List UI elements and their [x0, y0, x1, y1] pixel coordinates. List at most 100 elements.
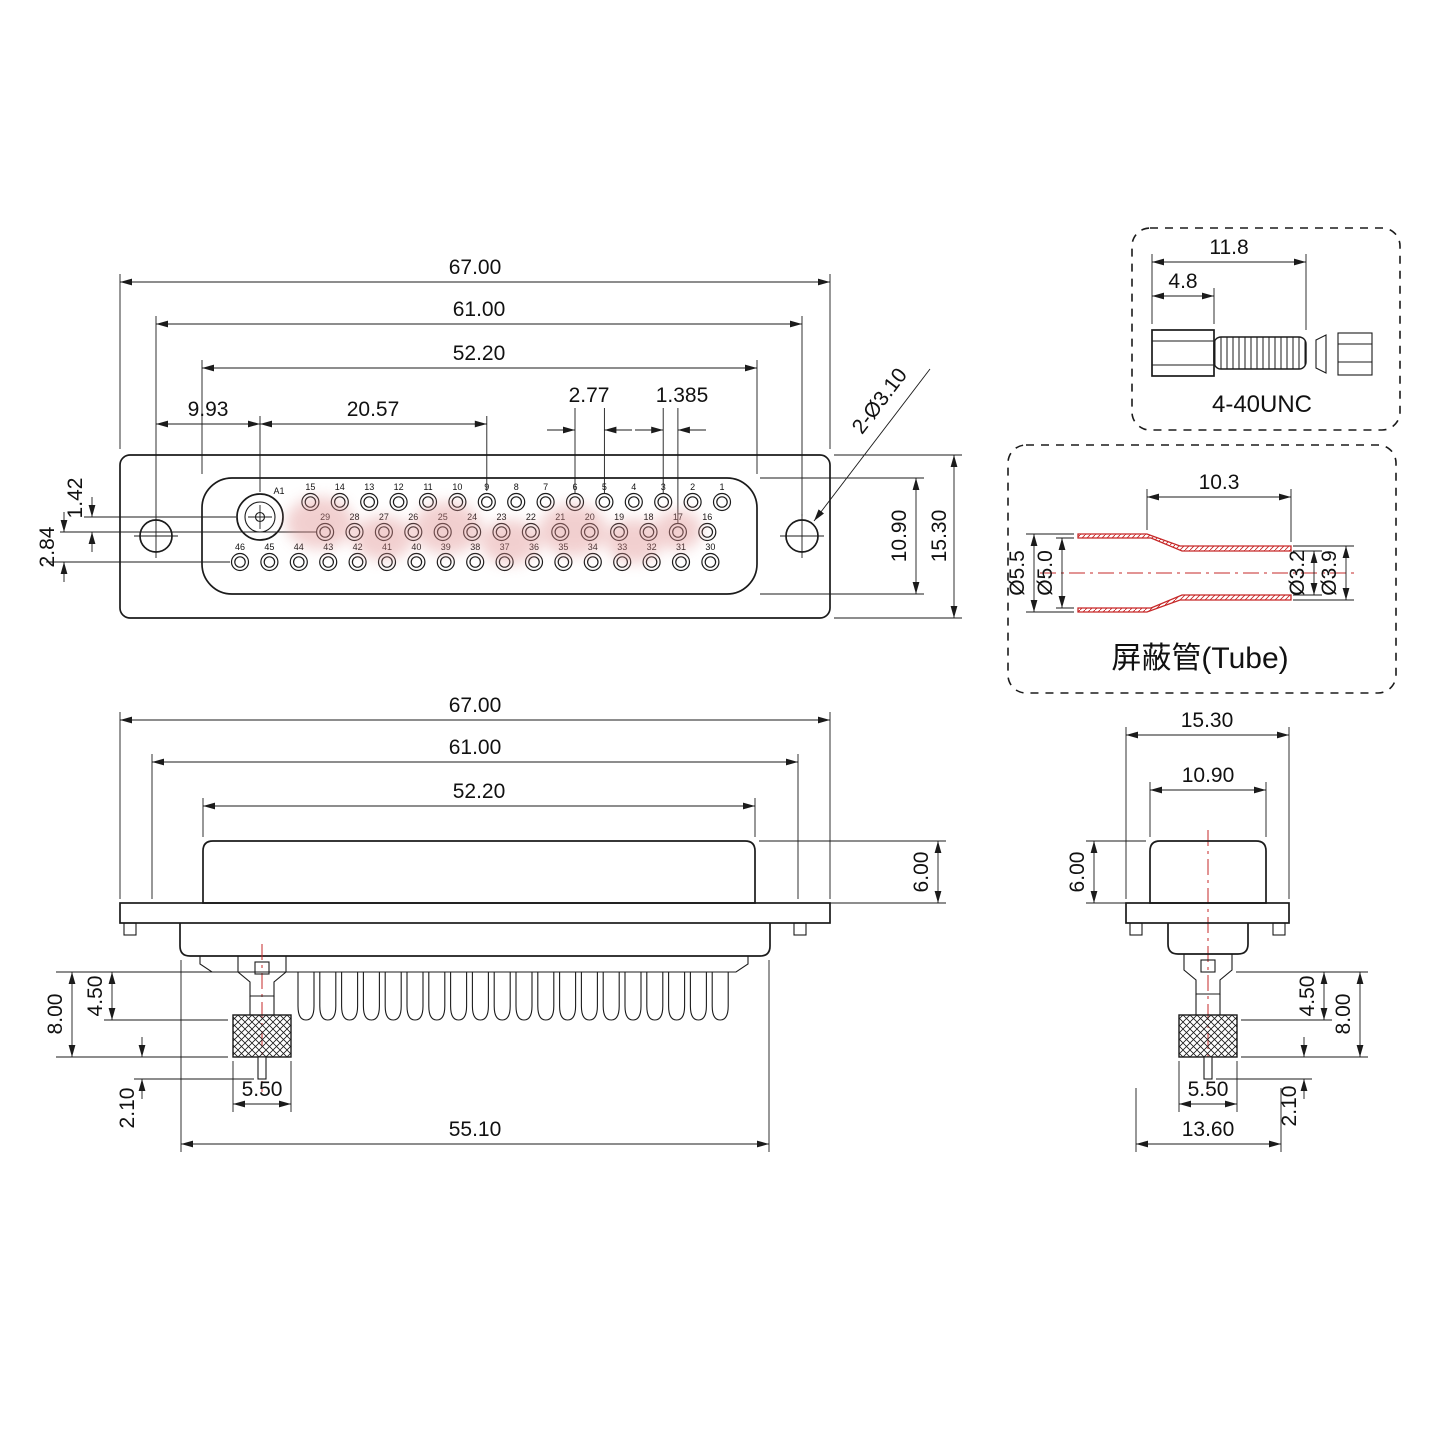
front-view: A1 1514131211109876543212928272625242322…	[36, 256, 962, 619]
dim-front-a1-to-pin: 20.57	[347, 398, 400, 421]
dim-side-overall-width: 67.00	[449, 694, 502, 717]
pin-number: 15	[305, 482, 315, 492]
mount-hole-left	[134, 514, 178, 558]
screw-clip	[1315, 334, 1327, 374]
dim-tube-od-left: Ø5.5	[1006, 550, 1029, 596]
flange-plate	[119, 902, 831, 924]
pin-contact: 31	[671, 542, 691, 572]
pin-number: 30	[705, 542, 715, 552]
solder-cup	[341, 972, 359, 1021]
pin-number: 38	[470, 542, 480, 552]
detail-border	[1131, 227, 1401, 431]
dim-side-rear-width: 55.10	[449, 1118, 502, 1141]
pin-number: 10	[452, 482, 462, 492]
solder-cup	[646, 972, 664, 1021]
pin-number: 28	[349, 512, 359, 522]
thread-spec-label: 4-40UNC	[1212, 391, 1312, 418]
clinch-tab-left	[123, 922, 137, 936]
coax-contact-end	[1178, 954, 1238, 1080]
dim-end-barrel-width: 5.50	[1188, 1078, 1229, 1101]
pin-number: 11	[423, 482, 432, 492]
solder-cup	[689, 972, 707, 1021]
dim-end-flange-width: 15.30	[1181, 709, 1234, 732]
solder-cup	[580, 972, 598, 1021]
clinch-tab-left	[1129, 922, 1143, 936]
pin-number: 26	[408, 512, 418, 522]
pin-contact: 8	[507, 482, 526, 512]
pin-contact: 4	[624, 482, 643, 512]
end-view: 15.30 10.90 6.00 4.50 8.00 2.10 5.50 13.…	[1066, 709, 1368, 1152]
dim-tube-id-right: Ø3.2	[1286, 550, 1309, 596]
dim-tube-id-left: Ø5.0	[1034, 550, 1057, 596]
tube-wall-top	[1077, 533, 1292, 552]
dim-end-body-width: 10.90	[1182, 764, 1235, 787]
pin-contact: 30	[701, 542, 720, 572]
side-view: 67.00 61.00 52.20 6.00 8.00 4.50 2.10 5.…	[44, 694, 946, 1152]
pin-contact: 5	[595, 482, 614, 512]
pin-number: 16	[702, 512, 712, 522]
pin-number: 4	[631, 482, 636, 492]
dim-end-cup-length: 4.50	[1296, 976, 1319, 1017]
pin-contact: 40	[407, 542, 426, 572]
screw-ferrule	[1337, 332, 1373, 376]
rear-shell	[1167, 923, 1249, 955]
dim-front-row-offset: 1.42	[64, 478, 87, 519]
pin-number: 45	[264, 542, 274, 552]
dim-end-rear-width: 13.60	[1182, 1118, 1235, 1141]
solder-cup	[515, 972, 533, 1021]
pin-contact: 44	[289, 542, 308, 572]
dim-front-pitch: 2.77	[569, 384, 610, 407]
screw-detail: 11.8 4.8 4-40UNC	[1131, 227, 1401, 431]
dim-end-tail: 2.10	[1278, 1086, 1301, 1127]
a1-label: A1	[273, 486, 284, 496]
tube-wall-bottom	[1077, 594, 1292, 613]
rear-shell	[179, 923, 771, 957]
solder-cup	[602, 972, 620, 1021]
pin-number: 2	[690, 482, 695, 492]
solder-cup	[406, 972, 424, 1021]
solder-cup	[668, 972, 686, 1021]
pin-contact: 46	[230, 542, 250, 572]
flange-outline	[119, 454, 831, 619]
dim-front-opening-width: 52.20	[453, 342, 506, 365]
dim-side-body-width: 52.20	[453, 780, 506, 803]
solder-cup	[362, 972, 380, 1021]
solder-cup	[624, 972, 642, 1021]
rear-insulator	[199, 956, 749, 973]
pin-contact: 16	[698, 512, 717, 542]
pin-number: 19	[614, 512, 624, 522]
coax-contact-side	[232, 944, 292, 1092]
thumbscrew	[1151, 329, 1307, 377]
pin-number: 18	[643, 512, 653, 522]
solder-cup	[537, 972, 555, 1021]
flange-plate	[1125, 902, 1290, 924]
dim-side-tail: 2.10	[116, 1088, 139, 1129]
dim-side-mount-spacing: 61.00	[449, 736, 502, 759]
dim-front-half-pitch: 1.385	[656, 384, 709, 407]
solder-cup	[711, 972, 729, 1021]
solder-cup	[384, 972, 402, 1021]
clinch-tab-right	[1272, 922, 1286, 936]
mount-hole-right	[780, 514, 824, 558]
dim-screw-length: 11.8	[1209, 236, 1248, 259]
pin-number: 46	[235, 542, 245, 552]
pin-number: 14	[335, 482, 345, 492]
dim-side-cup-length: 4.50	[84, 976, 107, 1017]
dim-screw-head: 4.8	[1168, 270, 1197, 293]
clinch-tab-right	[793, 922, 807, 936]
dim-side-contact-length: 8.00	[44, 994, 67, 1035]
pin-number: 1	[719, 482, 724, 492]
solder-cup	[471, 972, 489, 1021]
tube-detail: 10.3 Ø5.5 Ø5.0 Ø3.2 Ø3.9 屏蔽管(Tube)	[1006, 444, 1397, 694]
solder-cups	[297, 972, 729, 1021]
connector-body	[202, 840, 756, 904]
dim-front-opening-height: 10.90	[888, 510, 911, 563]
pin-number: 40	[411, 542, 421, 552]
dim-end-body-height: 6.00	[1066, 852, 1089, 893]
dim-tube-length: 10.3	[1199, 471, 1240, 494]
solder-cup	[319, 972, 337, 1021]
pin-contact: 12	[389, 482, 408, 512]
dim-front-a1-offset: 9.93	[188, 398, 229, 421]
dim-front-row-spacing: 2.84	[36, 526, 59, 567]
